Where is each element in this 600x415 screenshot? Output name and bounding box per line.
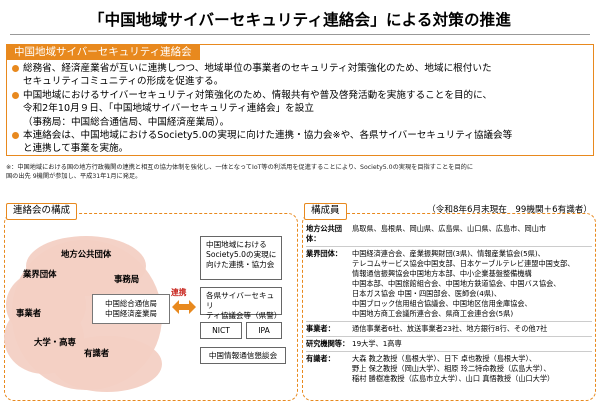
- members-row: 事業者： 通信事業者6社、放送事業者23社、地方銀行8行、その他7社: [306, 322, 592, 337]
- members-line: 情報通信振興協会中国地方本部、中小企業基盤整備機構: [352, 269, 532, 278]
- members-table: 地方公共団体： 鳥取県、島根県、岡山県、広島県、山口県、広島市、岡山市 業界団体…: [306, 222, 592, 386]
- cluster-blob: [52, 336, 162, 392]
- secretariat-box: 中国総合通信局 中国経済産業局: [92, 294, 170, 324]
- members-as-of: （令和8年6月末現在 99機関＋6有識者）: [427, 205, 592, 215]
- composition-panel: [4, 213, 298, 401]
- cluster-label-experts: 有識者: [84, 348, 110, 358]
- members-line: 中国経済連合会、産業振興財団(3県)、情報産業協会(5県)、: [352, 249, 545, 258]
- bullet-item: 本連絡会は、中国地域におけるSociety5.0の実現に向けた連携・協力会※や、…: [12, 129, 590, 156]
- partner-nict: NICT: [200, 322, 242, 339]
- member-cluster: [4, 236, 162, 392]
- partner-line: Society5.0の実現に: [206, 250, 277, 259]
- cluster-label-university: 大学・高専: [34, 337, 76, 347]
- members-row-value: 鳥取県、島根県、岡山県、広島県、山口県、広島市、岡山市: [352, 224, 592, 244]
- page-title: 「中国地域サイバーセキュリティ連絡会」による対策の推進: [88, 11, 512, 29]
- title-divider: [10, 34, 590, 35]
- partner-chugoku-ict-forum: 中国情報通信懇談会: [200, 347, 286, 364]
- cluster-label-industry: 業界団体: [23, 269, 57, 279]
- members-line: 大森 教之教授（島根大学）、日下 卓也教授（島根大学）、: [352, 354, 537, 363]
- members-row-key: 業界団体：: [306, 249, 342, 258]
- members-line: テレコムサービス協会中国支部、日本ケーブルテレビ連盟中国支部、: [352, 259, 575, 268]
- members-line: 野上 保之教授（岡山大学）、相原 玲二特命教授（広島大学）、: [352, 364, 551, 373]
- members-line: 中国地方商工会議所連合会、県商工会連合会(5県): [352, 309, 514, 318]
- members-row-key: 地方公共団体：: [306, 224, 342, 243]
- members-row: 研究機関等： 19大学、1高専: [306, 337, 592, 352]
- bullet-line: 中国地域におけるサイバーセキュリティ対策強化のため、情報共有や普及啓発活動を実施…: [23, 89, 493, 101]
- members-line: 中国ブロック信用組合協議会、中国地区信用金庫協会、: [352, 299, 532, 308]
- members-line: 日本ガス協会 中国・四国部会、医師会(4県)、: [352, 289, 502, 298]
- members-row: 業界団体： 中国経済連合会、産業振興財団(3県)、情報産業協会(5県)、 テレコ…: [306, 247, 592, 322]
- bullet-item: 中国地域におけるサイバーセキュリティ対策強化のため、情報共有や普及啓発活動を実施…: [12, 89, 590, 129]
- partner-ipa: IPA: [246, 322, 282, 339]
- secretariat-line: 中国経済産業局: [105, 309, 157, 318]
- members-row: 地方公共団体： 鳥取県、島根県、岡山県、広島県、山口県、広島市、岡山市: [306, 222, 592, 247]
- bullet-line: 令和2年10月９日、「中国地域サイバーセキュリティ連絡会」を設立: [23, 103, 314, 115]
- bullet-list: 総務省、経済産業省が互いに連携しつつ、地域単位の事業者のセキュリティ対策強化のた…: [12, 62, 590, 156]
- bullet-dot-icon: [12, 91, 19, 99]
- cluster-label-local-gov: 地方公共団体: [61, 249, 112, 259]
- bullet-line: （事務局：中国総合通信局、中国経済産業局）。: [23, 116, 230, 128]
- main-section-label: 中国地域サイバーセキュリティ連絡会: [6, 44, 200, 60]
- members-row-key: 事業者：: [306, 324, 335, 333]
- secretariat-line: 中国総合通信局: [105, 299, 157, 308]
- members-line: 19大学、1高専: [352, 339, 402, 348]
- members-line: 鳥取県、島根県、岡山県、広島県、山口県、広島市、岡山市: [352, 224, 547, 233]
- partner-prefecture-councils: 各県サイバーセキュリ ティ協議会等（県警）: [200, 287, 282, 320]
- bullet-item: 総務省、経済産業省が互いに連携しつつ、地域単位の事業者のセキュリティ対策強化のた…: [12, 62, 590, 89]
- members-row-value: 大森 教之教授（島根大学）、日下 卓也教授（島根大学）、 野上 保之教授（岡山大…: [352, 354, 592, 384]
- footnote-line: ※：中国地域における国の地方行政機関の連携と相互の協力体制を強化し、一体となって…: [6, 164, 474, 171]
- members-tag: 構成員: [304, 203, 347, 220]
- partner-line: 向けた連携・協力会: [206, 260, 275, 269]
- members-line: 中国本部、中国旅館組合会、中国地方鉄道協会、中国バス協会、: [352, 279, 561, 288]
- cluster-label-business: 事業者: [16, 308, 42, 318]
- bullet-dot-icon: [12, 132, 19, 140]
- members-row-key: 有識者：: [306, 354, 335, 363]
- bullet-line: セキュリティコミュニティの形成を促進する。: [23, 76, 224, 88]
- renkei-label: 連携: [171, 288, 187, 297]
- partner-line: ティ協議会等（県警）: [206, 311, 282, 320]
- members-line: 通信事業者6社、放送事業者23社、地方銀行8行、その他7社: [352, 324, 548, 333]
- partner-line: 中国地域における: [206, 240, 267, 249]
- main-section-box: [6, 44, 594, 156]
- cluster-label-secretariat: 事務局: [114, 274, 140, 284]
- partner-line: 各県サイバーセキュリ: [206, 291, 275, 310]
- bullet-dot-icon: [12, 65, 19, 72]
- bullet-line: と連携して事業を実施。: [23, 143, 129, 155]
- members-row-value: 中国経済連合会、産業振興財団(3県)、情報産業協会(5県)、 テレコムサービス協…: [352, 249, 592, 319]
- members-row-value: 通信事業者6社、放送事業者23社、地方銀行8行、その他7社: [352, 324, 592, 334]
- members-line: 稲村 勝樹准教授（広島市立大学）、山口 真悟教授（山口大学）: [352, 374, 555, 383]
- footnote: ※：中国地域における国の地方行政機関の連携と相互の協力体制を強化し、一体となって…: [6, 163, 594, 181]
- members-row: 有識者： 大森 教之教授（島根大学）、日下 卓也教授（島根大学）、 野上 保之教…: [306, 352, 592, 386]
- bullet-line: 総務省、経済産業省が互いに連携しつつ、地域単位の事業者のセキュリティ対策強化のた…: [23, 63, 492, 74]
- bidirectional-arrow-icon: [172, 300, 196, 314]
- members-panel: [302, 213, 596, 401]
- members-row-value: 19大学、1高専: [352, 339, 592, 349]
- composition-tag: 連絡会の構成: [6, 203, 78, 220]
- bullet-line: 本連絡会は、中国地域におけるSociety5.0の実現に向けた連携・協力会※や、…: [23, 130, 513, 142]
- members-row-key: 研究機関等：: [306, 339, 350, 348]
- footnote-line: 国の出先 9機関が参加し、平成31年1月に発足。: [6, 173, 142, 180]
- partner-society5-council: 中国地域における Society5.0の実現に 向けた連携・協力会: [200, 236, 282, 280]
